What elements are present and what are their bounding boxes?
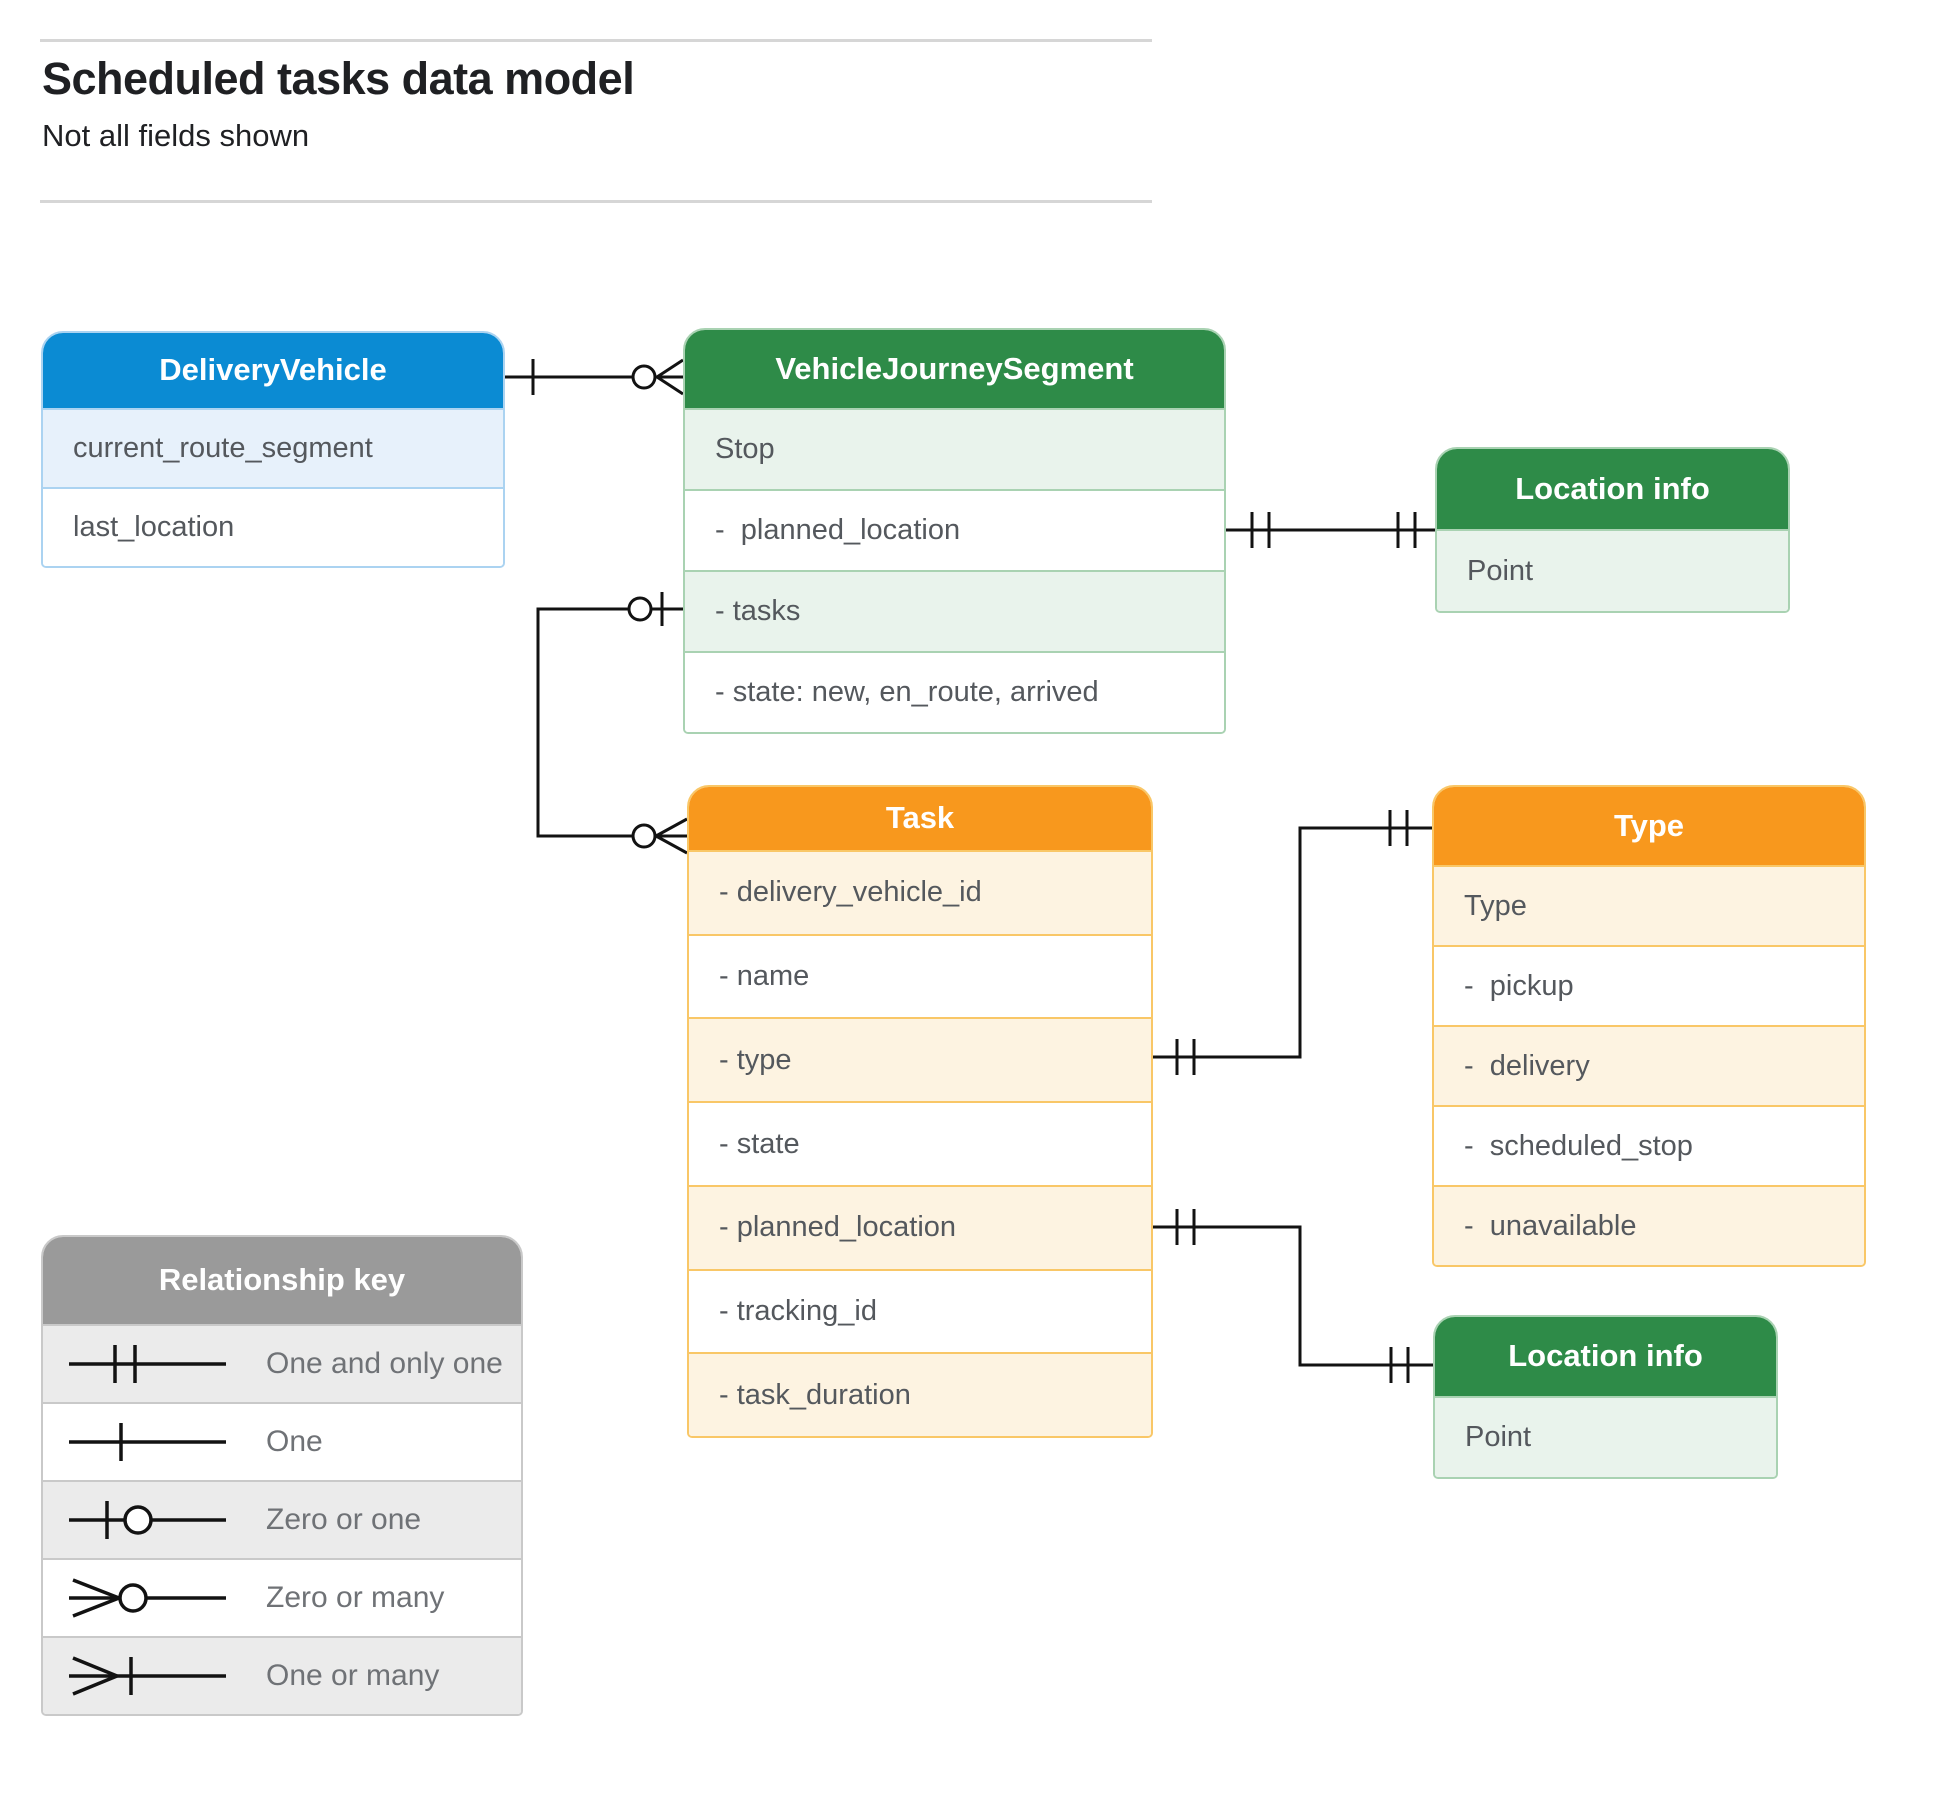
field-label: current_route_segment (73, 432, 373, 464)
entity-location-info-top: Location info Point (1435, 447, 1790, 613)
one-icon (69, 1423, 226, 1461)
entity-row: - tasks (685, 570, 1224, 651)
legend-item: One and only one (43, 1324, 521, 1402)
entity-header: Task (689, 787, 1151, 850)
field-label: - planned_location (715, 514, 961, 546)
one-and-only-one-icon (69, 1345, 226, 1383)
entity-type: Type Type - pickup - delivery - schedule… (1432, 785, 1866, 1267)
entity-title: DeliveryVehicle (159, 352, 387, 387)
entity-header: DeliveryVehicle (43, 333, 503, 408)
entity-row: - tracking_id (689, 1268, 1151, 1353)
zero-or-many-icon (69, 1578, 226, 1618)
connector-deliveryvehicle-vehiclejourneysegment (505, 358, 684, 396)
legend-label: One and only one (266, 1347, 503, 1380)
legend-item: One (43, 1402, 521, 1480)
entity-row: - task_duration (689, 1352, 1151, 1436)
entity-task: Task - delivery_vehicle_id - name - type… (687, 785, 1153, 1438)
field-label: - unavailable (1464, 1209, 1637, 1242)
legend-label: Zero or many (266, 1581, 445, 1614)
legend-label: One (266, 1425, 323, 1458)
entity-row: Stop (685, 408, 1224, 489)
field-label: - planned_location (719, 1211, 957, 1244)
entity-row: - delivery_vehicle_id (689, 850, 1151, 934)
field-label: - name (719, 960, 810, 993)
zero-circle (631, 364, 657, 390)
field-label: Point (1467, 554, 1534, 587)
legend-item: Zero or many (43, 1558, 521, 1636)
entity-delivery-vehicle: DeliveryVehicle current_route_segment la… (41, 331, 505, 568)
entity-row: - state (689, 1101, 1151, 1185)
one-or-many-icon (69, 1656, 226, 1696)
entity-title: VehicleJourneySegment (775, 350, 1134, 386)
field-label: - tracking_id (719, 1294, 877, 1327)
divider-top (40, 39, 1152, 42)
zero-circle (631, 823, 657, 849)
field-label: last_location (73, 511, 235, 543)
entity-title: Location info (1515, 470, 1710, 506)
legend-label: Zero or one (266, 1503, 422, 1536)
entity-row: - scheduled_stop (1434, 1105, 1864, 1185)
page-title: Scheduled tasks data model (42, 53, 635, 104)
entity-header: Type (1434, 787, 1864, 865)
field-label: Type (1464, 889, 1527, 922)
entity-row: - pickup (1434, 945, 1864, 1025)
entity-row: - state: new, en_route, arrived (685, 651, 1224, 732)
page-subtitle: Not all fields shown (42, 118, 310, 153)
crows-foot (655, 817, 688, 838)
crows-foot (655, 834, 688, 855)
entity-title: Location info (1508, 1338, 1703, 1373)
zero-or-one-icon (69, 1501, 226, 1539)
entity-row: - delivery (1434, 1025, 1864, 1105)
field-label: - delivery_vehicle_id (719, 876, 982, 909)
zero-circle (627, 596, 653, 622)
field-label: Stop (715, 433, 775, 465)
entity-row: - name (689, 933, 1151, 1018)
entity-title: Type (1613, 807, 1685, 843)
field-label: - state: new, en_route, arrived (715, 676, 1099, 708)
field-label: - state (719, 1127, 800, 1160)
legend-header: Relationship key (43, 1237, 521, 1324)
entity-row: current_route_segment (43, 408, 503, 487)
entity-row: - type (689, 1017, 1151, 1102)
field-label: Point (1465, 1421, 1532, 1453)
connector-tasktype-type (1153, 810, 1432, 1075)
connector-taskplannedlocation-locationinfo-bottom (1153, 1209, 1433, 1383)
legend-item: One or many (43, 1636, 521, 1714)
connector-plannedlocation-locationinfo-top (1226, 512, 1435, 548)
entity-row: last_location (43, 487, 503, 566)
crows-foot (656, 375, 684, 396)
entity-title: Task (885, 800, 955, 835)
field-label: - type (719, 1043, 792, 1076)
field-label: - task_duration (719, 1378, 911, 1411)
entity-header: Location info (1437, 449, 1788, 529)
relationship-key: Relationship key One and only one One Ze… (41, 1235, 523, 1716)
entity-row: - planned_location (689, 1184, 1151, 1269)
divider-bottom (40, 200, 1152, 203)
field-label: - delivery (1464, 1049, 1590, 1082)
legend-label: One or many (266, 1659, 440, 1692)
entity-row: Point (1437, 529, 1788, 611)
connector-tasks-task (536, 592, 688, 855)
entity-vehicle-journey-segment: VehicleJourneySegment Stop - planned_loc… (683, 328, 1226, 734)
entity-header: VehicleJourneySegment (685, 330, 1224, 408)
entity-header: Location info (1435, 1317, 1776, 1396)
crows-foot (656, 358, 684, 379)
entity-row: - unavailable (1434, 1185, 1864, 1265)
field-label: - pickup (1464, 969, 1574, 1002)
entity-location-info-bottom: Location info Point (1433, 1315, 1778, 1479)
field-label: - scheduled_stop (1464, 1129, 1693, 1162)
entity-row: Point (1435, 1396, 1776, 1477)
legend-title: Relationship key (158, 1262, 406, 1297)
entity-row: - planned_location (685, 489, 1224, 570)
legend-item: Zero or one (43, 1480, 521, 1558)
entity-row: Type (1434, 865, 1864, 945)
field-label: - tasks (715, 595, 801, 627)
